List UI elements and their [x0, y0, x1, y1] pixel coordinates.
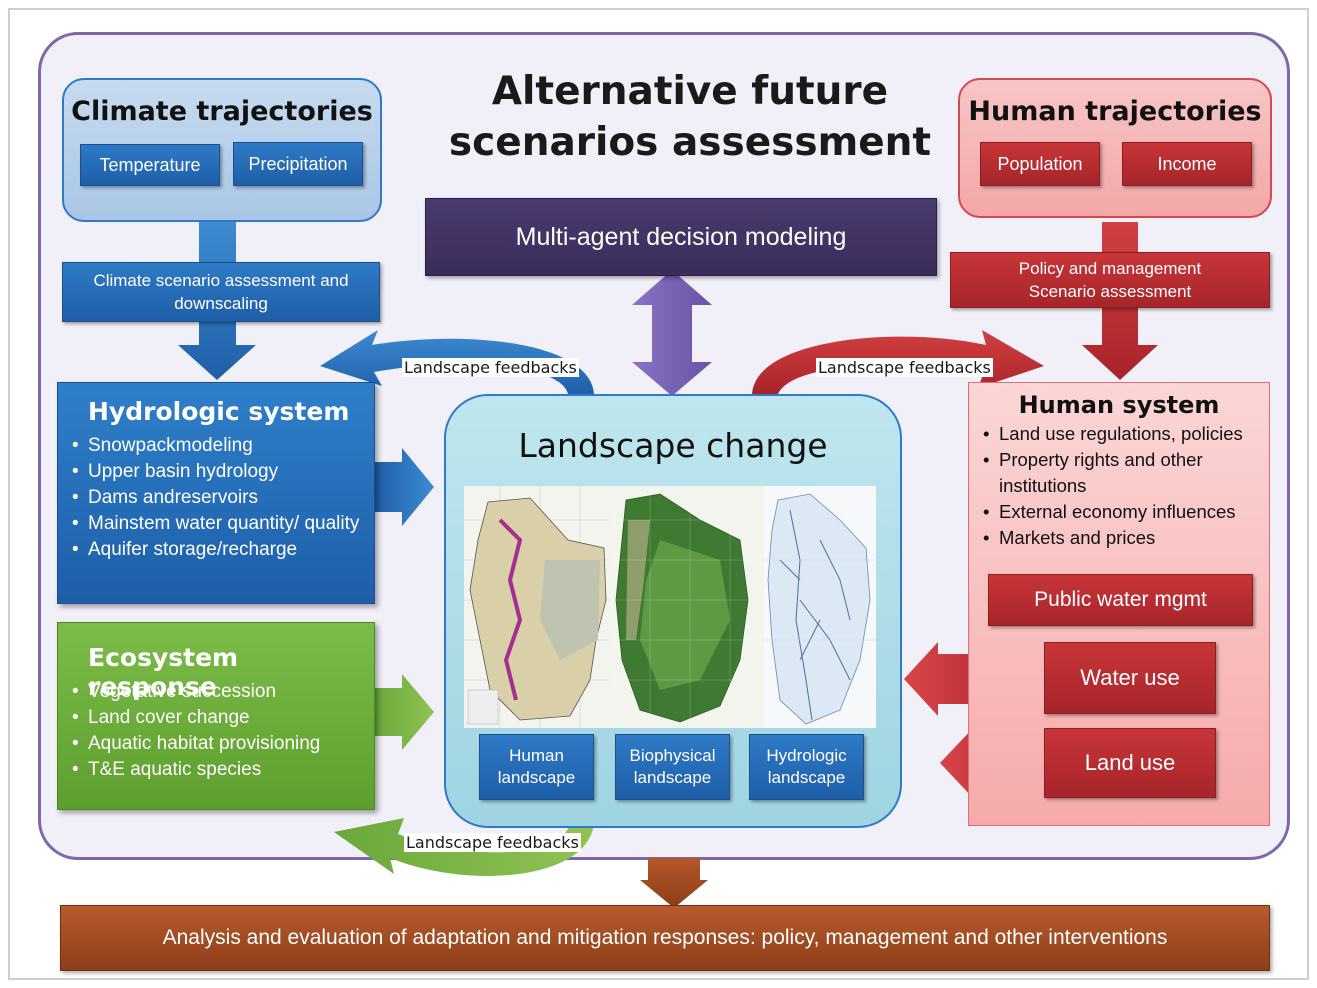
water-use-box: Water use	[1044, 642, 1216, 714]
title-line-2: scenarios assessment	[448, 120, 932, 165]
ecosystem-item: Land cover change	[70, 705, 370, 731]
land-use-box: Land use	[1044, 728, 1216, 798]
hydrologic-landscape-label: Hydrologic landscape	[749, 734, 864, 800]
ecosystem-response-box: Ecosystem response Vegetative succession…	[57, 622, 375, 810]
income-chip: Income	[1122, 142, 1252, 186]
biophysical-landscape-label: Biophysical landscape	[615, 734, 730, 800]
biophysical-landscape-forest	[640, 540, 730, 690]
hydrologic-system-box: Hydrologic system Snowpackmodeling Upper…	[57, 382, 375, 604]
policy-scenario-assessment: Policy and management Scenario assessmen…	[950, 252, 1270, 308]
biophysical-landscape-valley	[626, 520, 650, 640]
human-landscape-legend	[467, 689, 499, 725]
hydrologic-to-landscape-arrow	[374, 448, 434, 526]
public-water-mgmt: Public water mgmt	[988, 574, 1253, 626]
multi-agent-decision-modeling: Multi-agent decision modeling	[425, 198, 937, 276]
hydrologic-system-title: Hydrologic system	[88, 397, 350, 426]
hydrologic-landscape-basin	[767, 493, 871, 725]
climate-scenario-assessment: Climate scenario assessment and downscal…	[62, 262, 380, 322]
ecosystem-list: Vegetative succession Land cover change …	[70, 679, 370, 783]
landscape-change-title: Landscape change	[518, 426, 828, 465]
analysis-flow-arrow	[640, 858, 708, 908]
human-system-title: Human system	[1018, 391, 1220, 419]
landscape-feedback-label-bottom: Landscape feedbacks	[404, 833, 581, 852]
landscape-feedback-label-right: Landscape feedbacks	[816, 358, 993, 377]
ecosystem-item: Vegetative succession	[70, 679, 370, 705]
human-system-item: Property rights and other institutions	[981, 447, 1269, 499]
hydrologic-map-grid	[764, 559, 876, 641]
title-line-1: Alternative future	[491, 69, 889, 114]
human-landscape-basin	[469, 497, 607, 721]
hydrologic-item: Upper basin hydrology	[70, 459, 370, 485]
human-trajectories-title: Human trajectories	[968, 96, 1262, 127]
ecosystem-to-landscape-arrow	[374, 674, 434, 750]
human-trajectories-box: Human trajectories	[958, 78, 1272, 218]
biophysical-map-grid	[610, 486, 764, 728]
temperature-chip: Temperature	[80, 144, 220, 186]
hydrologic-item: Mainstem water quantity/ quality	[70, 511, 370, 537]
human-landscape-region	[540, 560, 600, 660]
human-landscape-urban	[498, 518, 523, 701]
climate-trajectories-title: Climate trajectories	[71, 96, 373, 127]
landscape-feedback-label-left: Landscape feedbacks	[402, 358, 579, 377]
human-system-item: External economy influences	[981, 499, 1269, 525]
precipitation-chip: Precipitation	[233, 142, 363, 186]
multi-agent-double-arrow	[632, 270, 712, 396]
human-system-item: Markets and prices	[981, 525, 1269, 551]
analysis-evaluation-bar: Analysis and evaluation of adaptation an…	[60, 905, 1270, 971]
human-system-item: Land use regulations, policies	[981, 421, 1269, 447]
diagram-title: Alternative future scenarios assessment	[430, 66, 950, 168]
population-chip: Population	[980, 142, 1100, 186]
hydrologic-item: Aquifer storage/recharge	[70, 537, 370, 563]
ecosystem-item: T&E aquatic species	[70, 757, 370, 783]
hydrologic-item: Snowpackmodeling	[70, 433, 370, 459]
human-system-list: Land use regulations, policies Property …	[981, 421, 1269, 551]
ecosystem-item: Aquatic habitat provisioning	[70, 731, 370, 757]
hydrologic-list: Snowpackmodeling Upper basin hydrology D…	[70, 433, 370, 563]
human-landscape-label: Human landscape	[479, 734, 594, 800]
hydrologic-item: Dams andreservoirs	[70, 485, 370, 511]
feedback-arrow-bottom	[334, 818, 594, 876]
